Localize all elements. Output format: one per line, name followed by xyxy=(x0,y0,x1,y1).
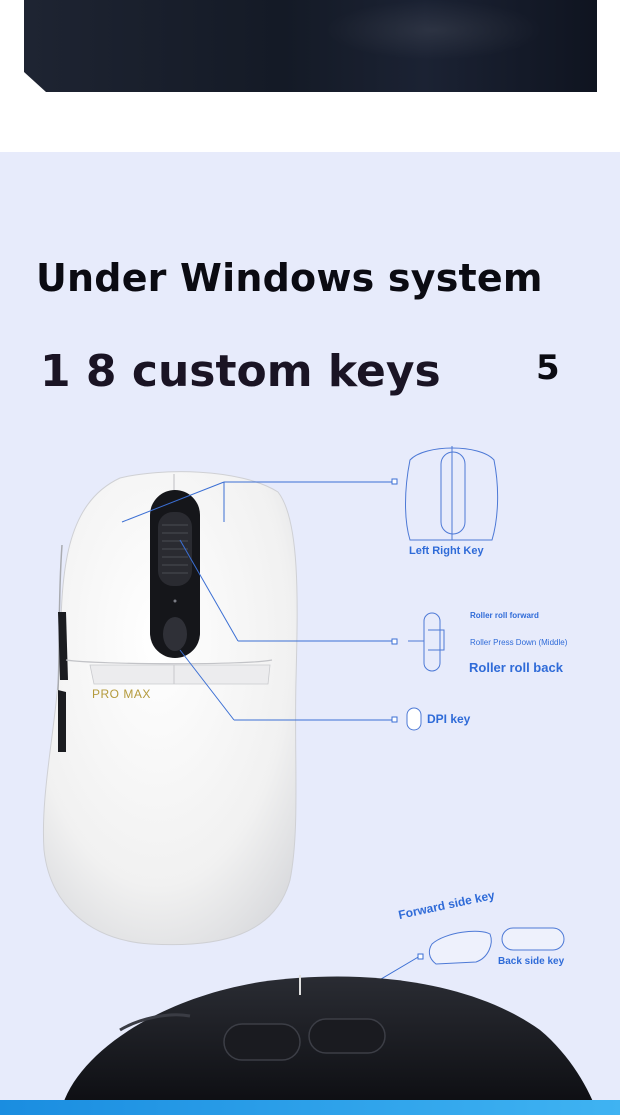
bottom-accent-strip xyxy=(0,1100,620,1115)
white-mouse xyxy=(42,471,298,946)
page-number: 5 xyxy=(536,348,560,388)
callout-dpi-key: DPI key xyxy=(427,712,471,726)
callout-roller-roll-forward: Roller roll forward xyxy=(470,611,539,620)
callout-roller-roll-back: Roller roll back xyxy=(469,660,563,675)
product-label: PRO MAX xyxy=(92,687,151,701)
callout-left-right-key: Left Right Key xyxy=(409,545,484,557)
dpi-key-outline xyxy=(406,707,422,731)
top-banner-image xyxy=(24,0,597,92)
custom-keys-title: 1 8 custom keys xyxy=(40,346,441,397)
side-key-outlines xyxy=(428,927,565,965)
callout-roller-press-down: Roller Press Down (Middle) xyxy=(470,638,568,647)
roller-outline xyxy=(408,612,445,672)
callout-back-side-key: Back side key xyxy=(498,956,565,967)
left-right-key-outline xyxy=(405,446,499,541)
callout-lines xyxy=(121,481,421,1041)
section-heading: Under Windows system xyxy=(36,256,543,300)
black-mouse xyxy=(60,975,598,1115)
